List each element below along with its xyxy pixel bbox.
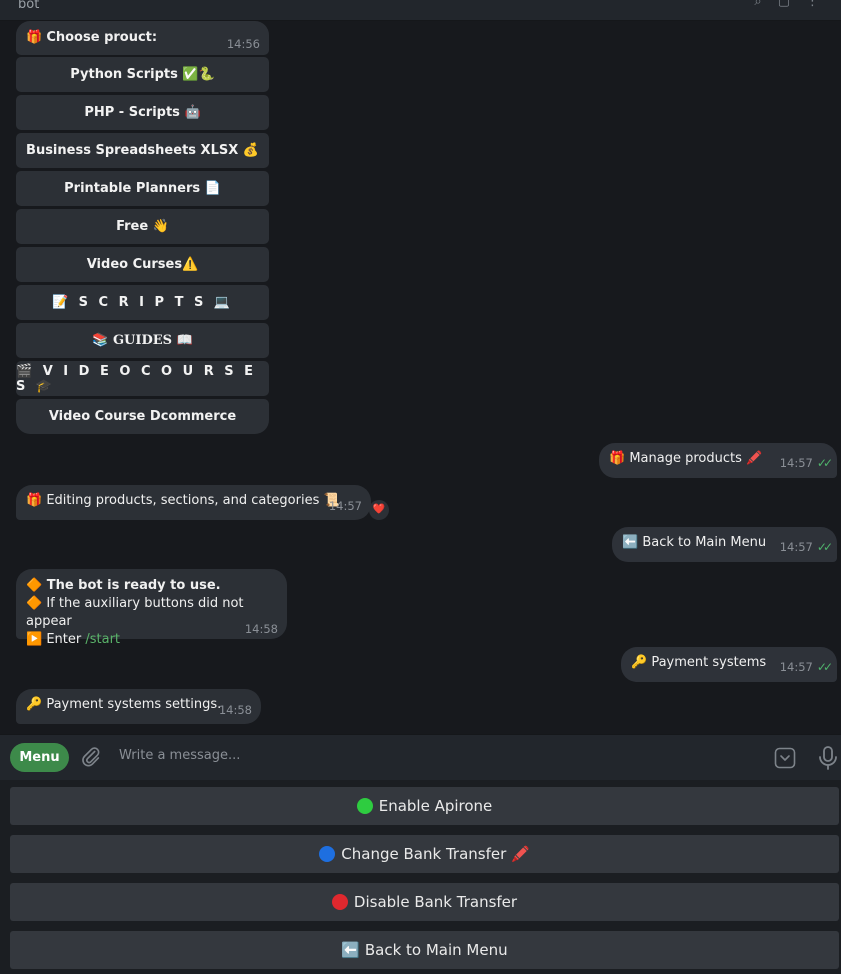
inline-button-video-courses[interactable]: 🎬 V I D E O C O U R S E S 🎓 — [16, 361, 269, 396]
green-circle-icon — [356, 798, 373, 814]
message-time: 14:57 — [779, 540, 813, 554]
inline-button-business-spreadsheets[interactable]: Business Spreadsheets XLSX 💰 — [16, 133, 269, 168]
chat-title: bot — [18, 0, 40, 12]
button-label: ⬅️ Back to Main Menu — [341, 941, 508, 959]
button-label: Disable Bank Transfer — [353, 893, 518, 911]
inline-button-python-scripts[interactable]: Python Scripts ✅🐍 — [16, 57, 269, 92]
button-label: Enable Apirone — [378, 797, 493, 815]
outgoing-message-payment-systems: 🔑 Payment systems 14:57✓✓ — [621, 647, 837, 682]
message-text: 🔑 Payment systems — [631, 655, 767, 670]
back-to-main-menu-button[interactable]: ⬅️ Back to Main Menu — [10, 931, 839, 969]
message-time: 14:57 — [779, 456, 813, 470]
inline-button-guides[interactable]: 📚 𝐆𝐔𝐈𝐃𝐄𝐒 📖 — [16, 323, 269, 358]
read-checks-icon: ✓✓ — [816, 660, 833, 674]
change-bank-transfer-button[interactable]: Change Bank Transfer 🖍️ — [10, 835, 839, 873]
menu-button[interactable]: Menu — [10, 743, 69, 772]
gift-icon: 🎁 — [26, 30, 43, 45]
chat-header: bot ⌕▢⋮ — [0, 0, 841, 21]
reply-keyboard: Enable Apirone Change Bank Transfer 🖍️ D… — [0, 780, 841, 974]
message-input-bar: Menu Write a message... — [0, 734, 841, 781]
message-line-2: 🔶 If the auxiliary buttons did not appea… — [26, 596, 244, 629]
keyboard-toggle-icon[interactable] — [774, 747, 796, 769]
message-text: Choose prouct: — [46, 30, 158, 45]
outgoing-message-back-main-menu: ⬅️ Back to Main Menu 14:57✓✓ — [612, 527, 837, 562]
enable-apirone-button[interactable]: Enable Apirone — [10, 787, 839, 825]
outgoing-message-manage-products: 🎁 Manage products 🖍️ 14:57✓✓ — [599, 443, 837, 478]
message-text: ⬅️ Back to Main Menu — [622, 535, 767, 550]
inline-button-php-scripts[interactable]: PHP - Scripts 🤖 — [16, 95, 269, 130]
inline-button-video-course-dcommerce[interactable]: Video Course Dcommerce — [16, 399, 269, 434]
inline-button-video-curses[interactable]: Video Curses⚠️ — [16, 247, 269, 282]
inline-button-free[interactable]: Free 👋 — [16, 209, 269, 244]
header-icons[interactable]: ⌕▢⋮ — [754, 0, 835, 9]
start-command-link[interactable]: /start — [85, 632, 121, 647]
message-line-1: 🔶 The bot is ready to use. — [26, 578, 221, 593]
attach-icon[interactable] — [80, 745, 102, 769]
blue-circle-icon — [319, 846, 336, 862]
inline-button-printable-planners[interactable]: Printable Planners 📄 — [16, 171, 269, 206]
message-time: 14:57 — [779, 660, 813, 674]
message-text: 🔑 Payment systems settings. — [26, 697, 222, 712]
incoming-message-bot-ready: 🔶 The bot is ready to use. 🔶 If the auxi… — [16, 569, 287, 647]
disable-bank-transfer-button[interactable]: Disable Bank Transfer — [10, 883, 839, 921]
red-circle-icon — [331, 894, 348, 910]
inline-button-scripts[interactable]: 📝 S C R I P T S 💻 — [16, 285, 269, 320]
read-checks-icon: ✓✓ — [816, 456, 833, 470]
message-time: 14:56 — [226, 37, 260, 51]
microphone-icon[interactable] — [818, 745, 838, 771]
choose-product-message: 🎁 Choose prouct: 14:56 — [16, 21, 269, 55]
heart-reaction[interactable]: ❤️ — [369, 500, 389, 520]
button-label: Change Bank Transfer 🖍️ — [341, 845, 530, 863]
read-checks-icon: ✓✓ — [816, 540, 833, 554]
message-time: 14:58 — [218, 703, 252, 717]
message-time: 14:58 — [244, 622, 278, 636]
message-input[interactable]: Write a message... — [119, 748, 241, 763]
message-time: 14:57 — [328, 499, 362, 513]
message-text: 🎁 Editing products, sections, and catego… — [26, 493, 340, 508]
incoming-message-payment-settings: 🔑 Payment systems settings. 14:58 — [16, 689, 261, 724]
incoming-message-editing: 🎁 Editing products, sections, and catego… — [16, 485, 371, 520]
message-text: 🎁 Manage products 🖍️ — [609, 451, 763, 466]
message-line-3: ▶️ Enter — [26, 632, 86, 647]
